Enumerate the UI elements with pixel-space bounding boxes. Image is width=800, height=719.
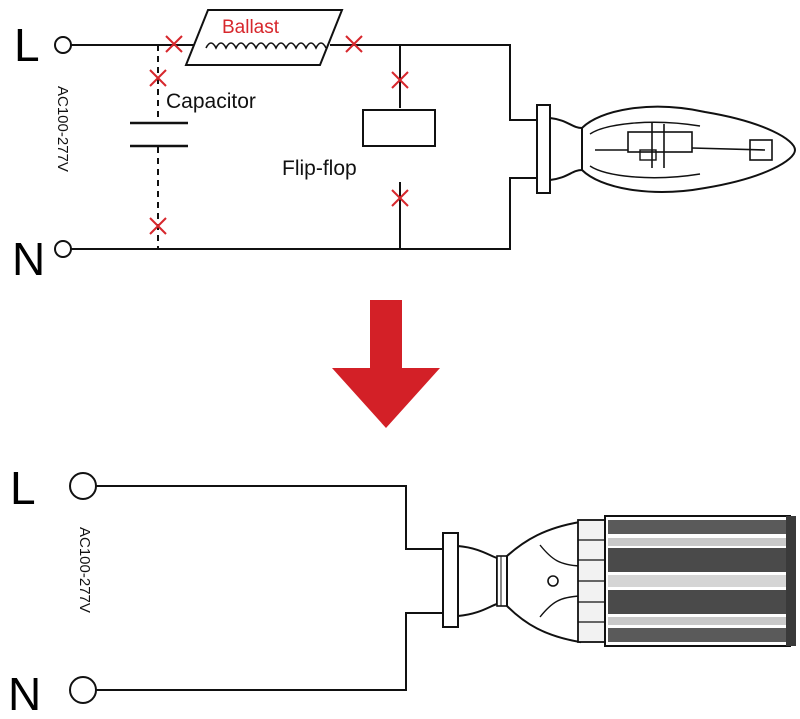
hid-lamp-icon	[536, 104, 797, 194]
bottom-circuit: L N AC100-277V	[8, 462, 796, 719]
bottom-live-wire	[96, 485, 443, 550]
top-terminal-n	[54, 240, 72, 258]
bottom-terminal-l	[69, 472, 97, 500]
capacitor-label: Capacitor	[166, 90, 256, 113]
top-neutral-wire	[71, 177, 537, 250]
top-live-wire-return	[330, 44, 537, 121]
bottom-terminal-n	[69, 676, 97, 704]
x-mark-icon	[149, 69, 167, 87]
capacitor	[130, 45, 188, 249]
bottom-neutral-wire	[96, 612, 443, 691]
flipflop-label: Flip-flop	[282, 157, 357, 180]
top-circuit: L N AC100-277V Capacitor Ballast Flip-fl…	[12, 9, 797, 285]
bottom-terminal-l-label: L	[10, 462, 36, 514]
ballast	[184, 9, 344, 66]
top-voltage-label: AC100-277V	[54, 86, 71, 172]
flipflop-box	[362, 109, 436, 147]
led-corn-bulb-icon	[442, 515, 796, 647]
top-terminal-n-label: N	[12, 233, 45, 285]
x-mark-icon	[345, 35, 363, 53]
top-terminal-l-label: L	[14, 19, 40, 71]
top-terminal-l	[54, 36, 72, 54]
bottom-terminal-n-label: N	[8, 668, 41, 719]
x-mark-icon	[391, 189, 409, 207]
x-mark-icon	[391, 71, 409, 89]
x-mark-icon	[165, 35, 183, 53]
arrow-down-icon	[332, 300, 440, 428]
ballast-label: Ballast	[222, 17, 280, 38]
bottom-voltage-label: AC100-277V	[76, 527, 93, 613]
x-mark-icon	[149, 217, 167, 235]
